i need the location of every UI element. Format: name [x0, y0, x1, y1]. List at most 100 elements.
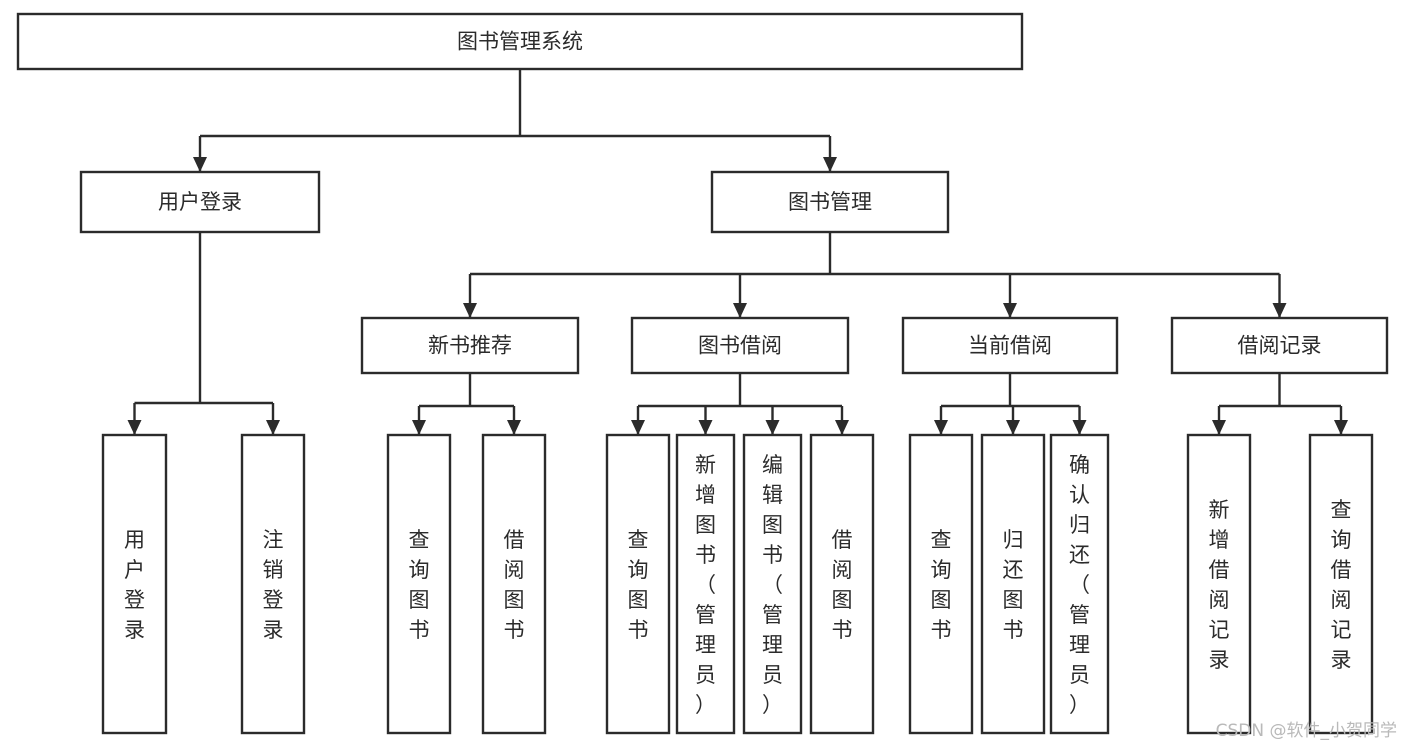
node-l3-1-label: 图书借阅	[698, 334, 782, 358]
node-leaf-6-rect[interactable]	[742, 433, 803, 735]
node-leaf-5-label-char: 图	[695, 513, 716, 537]
node-leaf-11-label-char: 记	[1209, 618, 1230, 642]
node-leaf-5-label-char: 书	[695, 543, 716, 567]
node-leaf-8-label-char: 图	[931, 588, 952, 612]
node-l3-3-rect[interactable]	[1170, 316, 1389, 375]
node-leaf-0-label-char: 录	[124, 618, 145, 642]
node-leaf-2-label-char: 书	[409, 618, 430, 642]
node-leaf-7-label-char: 借	[832, 528, 853, 552]
node-leaf-10-rect[interactable]	[1049, 433, 1110, 735]
node-leaf-9-label-char: 还	[1003, 558, 1024, 582]
node-leaf-9-rect[interactable]	[980, 433, 1046, 735]
node-l3-0-rect[interactable]	[360, 316, 580, 375]
node-leaf-7-rect[interactable]	[809, 433, 875, 735]
node-leaf-12-label-char: 记	[1331, 618, 1352, 642]
node-leaf-3-label-char: 借	[504, 528, 525, 552]
node-leaf-3-rect[interactable]	[481, 433, 547, 735]
node-leaf-12-label-char: 查	[1331, 498, 1352, 522]
node-leaf-6-label-char: ）	[762, 693, 783, 717]
node-l2-1[interactable]: 图书管理	[710, 170, 950, 234]
node-leaf-12-rect[interactable]	[1308, 433, 1374, 735]
node-leaf-10-label-char: （	[1069, 573, 1090, 597]
node-l2-0-rect[interactable]	[79, 170, 321, 234]
node-leaf-10-label-char: 确	[1069, 453, 1090, 477]
node-leaf-4-rect[interactable]	[605, 433, 671, 735]
node-leaf-0[interactable]: 用户登录	[101, 433, 168, 735]
node-leaf-8-label-char: 询	[931, 558, 952, 582]
node-l3-3-label: 借阅记录	[1238, 334, 1322, 358]
node-leaf-0-rect[interactable]	[101, 433, 168, 735]
node-leaf-10-label-char: 归	[1069, 513, 1090, 537]
node-leaf-6-label-char: 管	[762, 603, 783, 627]
node-l3-2-label: 当前借阅	[968, 334, 1052, 358]
arrowhead	[1272, 303, 1287, 318]
node-leaf-9-label-char: 图	[1003, 588, 1024, 612]
node-l2-1-rect[interactable]	[710, 170, 950, 234]
node-leaf-5-rect[interactable]	[675, 433, 736, 735]
arrowhead	[1003, 303, 1017, 318]
node-root-system[interactable]: 图书管理系统	[16, 12, 1024, 71]
arrowhead	[412, 420, 426, 435]
arrowhead	[733, 303, 747, 318]
node-leaf-7-label-char: 书	[832, 618, 853, 642]
arrowhead	[193, 157, 207, 172]
node-leaf-4-label-char: 询	[628, 558, 649, 582]
node-leaf-2-label-char: 查	[409, 528, 430, 552]
node-leaf-3-label-char: 阅	[504, 558, 525, 582]
node-leaf-3-label-char: 书	[504, 618, 525, 642]
node-l3-3[interactable]: 借阅记录	[1170, 316, 1389, 375]
node-leaf-2-label-char: 图	[409, 588, 430, 612]
node-leaf-12-label-char: 录	[1331, 648, 1352, 672]
node-leaf-9-label-char: 归	[1003, 528, 1024, 552]
node-leaf-11-label-char: 阅	[1209, 588, 1230, 612]
arrowhead	[1334, 420, 1348, 435]
node-leaf-2-rect[interactable]	[386, 433, 452, 735]
node-leaf-7-label-char: 阅	[832, 558, 853, 582]
node-l3-0-label: 新书推荐	[428, 334, 512, 358]
nodes-layer: 图书管理系统用户登录图书管理新书推荐图书借阅当前借阅借阅记录用户登录注销登录查询…	[16, 12, 1389, 735]
node-leaf-0-label-char: 登	[124, 588, 145, 612]
node-l3-0[interactable]: 新书推荐	[360, 316, 580, 375]
node-leaf-8-label-char: 查	[931, 528, 952, 552]
node-leaf-5-label-char: 新	[695, 453, 716, 477]
node-l3-1[interactable]: 图书借阅	[630, 316, 850, 375]
node-leaf-5-label-char: 理	[695, 633, 716, 657]
node-l3-2[interactable]: 当前借阅	[901, 316, 1119, 375]
node-leaf-3-label-char: 图	[504, 588, 525, 612]
node-leaf-6-label-char: 编	[762, 453, 783, 477]
connector-group	[1212, 373, 1348, 435]
node-leaf-11-label-char: 录	[1209, 648, 1230, 672]
node-leaf-10-label-char: 认	[1069, 483, 1090, 507]
node-leaf-10-label-char: 员	[1069, 663, 1090, 687]
arrowhead	[823, 157, 837, 172]
node-leaf-1-rect[interactable]	[240, 433, 306, 735]
node-leaf-12-label-char: 阅	[1331, 588, 1352, 612]
node-l2-0[interactable]: 用户登录	[79, 170, 321, 234]
node-l3-2-rect[interactable]	[901, 316, 1119, 375]
node-leaf-11-rect[interactable]	[1186, 433, 1252, 735]
node-leaf-6-label-char: 书	[762, 543, 783, 567]
connector-group	[631, 373, 849, 435]
arrowhead	[127, 420, 142, 435]
node-leaf-6-label-char: （	[762, 573, 783, 597]
node-leaf-9-label-char: 书	[1003, 618, 1024, 642]
node-leaf-10-label-char: 还	[1069, 543, 1090, 567]
node-leaf-8-rect[interactable]	[908, 433, 974, 735]
node-l3-1-rect[interactable]	[630, 316, 850, 375]
arrowhead	[698, 420, 713, 435]
node-leaf-4-label-char: 书	[628, 618, 649, 642]
node-root-system-rect[interactable]	[16, 12, 1024, 71]
